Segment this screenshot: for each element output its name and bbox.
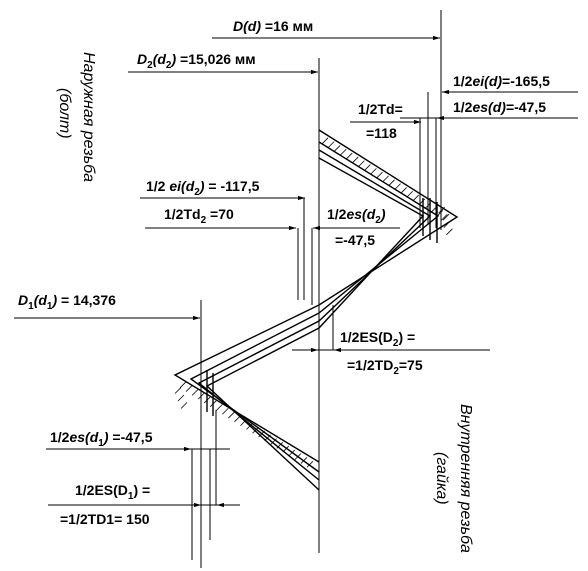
hatch-stroke [358, 160, 365, 168]
thread-profile [173, 129, 459, 491]
hatch-stroke [440, 214, 448, 221]
hatch-lower-band [174, 381, 314, 468]
diameter-lines [200, 10, 442, 568]
hatch-stroke [294, 453, 302, 460]
hatch-stroke [438, 206, 445, 214]
label-internal-thread-1: Внутренняя резьба [457, 404, 474, 553]
hatch-stroke [252, 426, 259, 434]
hatch-stroke [179, 381, 187, 389]
label-external-thread-2: (болт) [56, 88, 73, 139]
hatch-stroke [400, 187, 407, 194]
label-ei-d: 1/2ei(d)=-165,5 [453, 73, 550, 89]
profile-line-4 [205, 157, 425, 491]
label-tD2: =1/2TD2=75 [347, 357, 423, 377]
hatch-stroke [222, 407, 229, 415]
label-es-d2-1: 1/2es(d2) [327, 206, 386, 226]
hatch-stroke [185, 385, 193, 392]
hatch-stroke [370, 168, 377, 175]
hatch-stroke [345, 152, 353, 160]
hatch-stroke [288, 449, 296, 457]
hatch-stroke [376, 171, 383, 179]
hatch-stroke [351, 156, 359, 164]
hatch-stroke [276, 442, 284, 449]
label-esD1: 1/2ES(D1) = [75, 482, 150, 502]
hatch-stroke [174, 387, 182, 394]
label-td-1: 1/2Td= [358, 101, 403, 117]
labels: D(d) =16 мм D2(d2) =15,026 мм 1/2ei(d)=-… [18, 18, 550, 553]
hatch-stroke [306, 460, 314, 468]
hatch-stroke [364, 164, 371, 171]
label-td-2: =118 [366, 125, 397, 141]
label-td2: 1/2Td2 =70 [164, 206, 234, 226]
hatch-stroke [258, 430, 265, 438]
label-esD2: 1/2ES(D2) = [340, 329, 415, 349]
hatch-stroke [382, 175, 389, 183]
hatch-stroke [436, 210, 444, 217]
hatch-stroke [446, 228, 453, 236]
label-es-d: 1/2es(d)=-47,5 [453, 99, 546, 115]
hatch-stroke [442, 213, 450, 221]
label-internal-thread-2: (гайка) [433, 452, 450, 505]
hatch-stroke [321, 137, 329, 145]
hatch-stroke [240, 419, 247, 426]
label-d: D(d) =16 мм [233, 18, 313, 34]
hatch-stroke [282, 445, 290, 453]
hatch-stroke [300, 457, 308, 464]
label-d2: D2(d2) =15,026 мм [137, 51, 256, 71]
hatch-stroke [209, 400, 217, 407]
hatch-stroke [203, 396, 211, 404]
label-tD1: =1/2TD1= 150 [60, 511, 150, 527]
label-ei-d2: 1/2 ei(d2) = -117,5 [146, 178, 260, 198]
hatch-stroke [246, 423, 253, 430]
dimension-lines [14, 35, 578, 560]
hatch-stroke [394, 183, 401, 190]
hatch-stroke [327, 141, 335, 148]
hatch-stroke [177, 394, 185, 402]
hatch-stroke [443, 221, 451, 228]
hatch-stroke [412, 194, 420, 202]
hatch-stroke [216, 404, 223, 411]
hatch-stroke [270, 438, 277, 445]
hatch-stroke [197, 392, 205, 400]
hatch-stroke [228, 411, 235, 419]
hatch-stroke [333, 145, 341, 152]
hatch-stroke [191, 389, 199, 396]
label-es-d2-2: =-47,5 [335, 232, 375, 248]
profile-line-1 [173, 129, 459, 463]
hatch-stroke [180, 402, 188, 409]
label-external-thread-1: Наружная резьба [80, 52, 97, 182]
hatch-stroke [339, 148, 347, 156]
label-d1: D1(d1) = 14,376 [18, 292, 116, 312]
label-es-d1: 1/2es(d1) =-47,5 [50, 429, 153, 449]
hatch-stroke [388, 179, 395, 187]
hatch-stroke [264, 434, 271, 442]
hatch-stroke [406, 190, 413, 198]
hatch-stroke [234, 415, 241, 423]
